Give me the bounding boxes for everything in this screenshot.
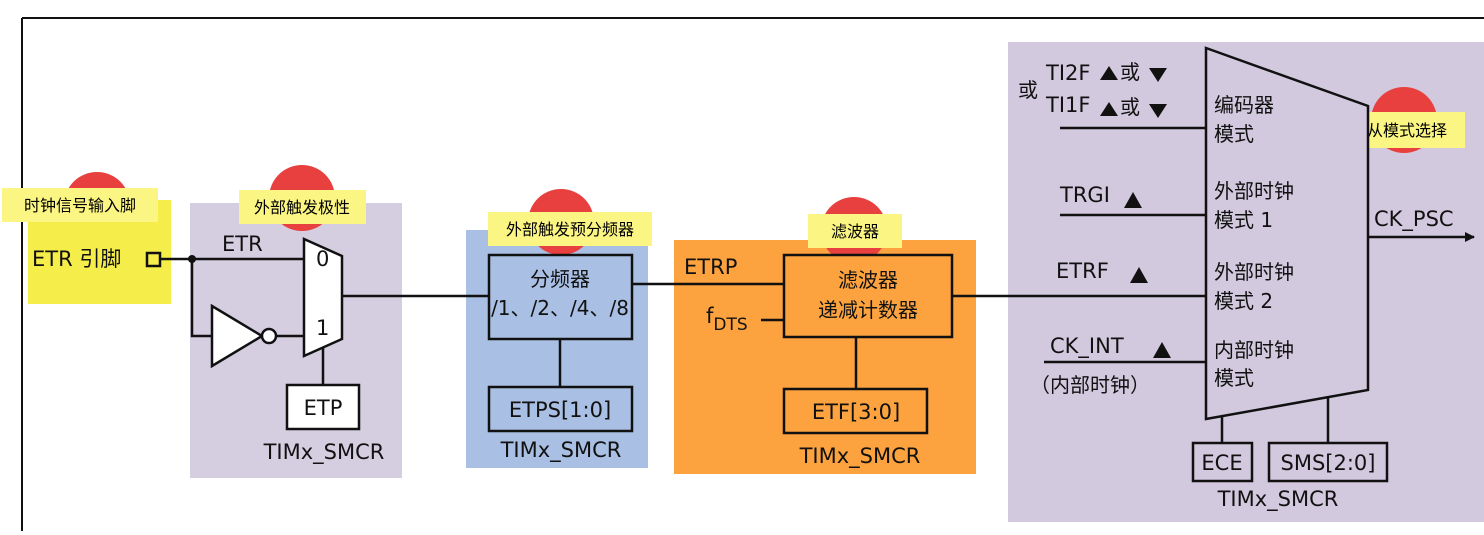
or-ti1f: 或 [1120, 95, 1140, 119]
ck-int-label: CK_INT [1050, 334, 1124, 359]
mode-ext1-l1: 外部时钟 [1214, 179, 1294, 203]
polarity-note: 外部触发极性 [254, 198, 350, 217]
pin-note-title-box [2, 188, 158, 222]
filter-note: 滤波器 [831, 222, 879, 241]
ti2f-label: TI2F [1045, 61, 1090, 85]
rising-edge-icon [1124, 192, 1142, 208]
filter-register: TIMx_SMCR [799, 444, 921, 469]
slave-note: 从模式选择 [1367, 121, 1447, 140]
inverter-triangle [210, 303, 265, 369]
slave-register: TIMx_SMCR [1217, 487, 1339, 512]
mux-input-0: 0 [316, 247, 329, 271]
etp-label: ETP [304, 396, 343, 420]
mode-encoder-l1: 编码器 [1214, 93, 1274, 117]
etrf-label: ETRF [1056, 259, 1109, 283]
mode-int-l1: 内部时钟 [1214, 338, 1294, 362]
prescaler-block [487, 253, 634, 341]
prescaler-title: 分频器 [530, 267, 590, 291]
etps-label: ETPS[1:0] [509, 398, 611, 422]
prescaler-register: TIMx_SMCR [500, 438, 622, 463]
polarity-note-box [239, 190, 366, 224]
polarity-mux [302, 237, 344, 358]
slave-mode-mux [1204, 46, 1370, 421]
prescaler-note: 外部触发预分频器 [506, 220, 634, 239]
pin-note: 时钟信号输入脚 [24, 196, 136, 215]
filter-counter: 递减计数器 [818, 298, 918, 322]
mode-encoder-l2: 模式 [1214, 122, 1254, 146]
ece-box [1191, 441, 1254, 483]
etf-label: ETF[3:0] [812, 400, 900, 424]
falling-edge-icon [1149, 68, 1167, 82]
or-ti2f: 或 [1120, 60, 1140, 84]
prescaler-note-box [488, 212, 652, 246]
falling-edge-icon [1149, 104, 1167, 118]
rising-edge-icon [1100, 66, 1118, 80]
rising-edge-icon [1100, 102, 1118, 116]
etps-box [487, 385, 634, 433]
mode-ext1-l2: 模式 1 [1214, 208, 1273, 232]
etr-label: ETR [222, 232, 263, 256]
etp-box [285, 383, 361, 431]
or-left: 或 [1018, 78, 1038, 102]
ck-int-note: （内部时钟） [1030, 373, 1150, 397]
mode-ext2-l1: 外部时钟 [1214, 260, 1294, 284]
sms-label: SMS[2:0] [1281, 451, 1376, 475]
rising-edge-icon [1130, 267, 1148, 283]
etf-box [782, 387, 929, 435]
ti1f-label: TI1F [1045, 93, 1090, 117]
trgi-label: TRGI [1059, 183, 1110, 207]
filter-title: 滤波器 [838, 268, 898, 292]
prescaler-ratios: /1、/2、/4、/8 [491, 296, 629, 320]
mode-ext2-l2: 模式 2 [1214, 289, 1273, 313]
sms-box [1267, 441, 1389, 483]
filter-note-box [808, 214, 902, 248]
etrp-label: ETRP [684, 255, 737, 279]
rising-edge-icon [1153, 342, 1171, 358]
ece-label: ECE [1201, 451, 1242, 475]
ck-psc-label: CK_PSC [1374, 207, 1454, 232]
etr-pin-label: ETR 引脚 [32, 247, 121, 271]
inverter-branch-wire [190, 259, 212, 338]
mux-input-1: 1 [316, 316, 329, 340]
mode-int-l2: 模式 [1214, 366, 1254, 390]
fdts-label: fDTS [706, 304, 748, 335]
polarity-register: TIMx_SMCR [263, 440, 385, 465]
inverter-bubble [260, 327, 278, 345]
